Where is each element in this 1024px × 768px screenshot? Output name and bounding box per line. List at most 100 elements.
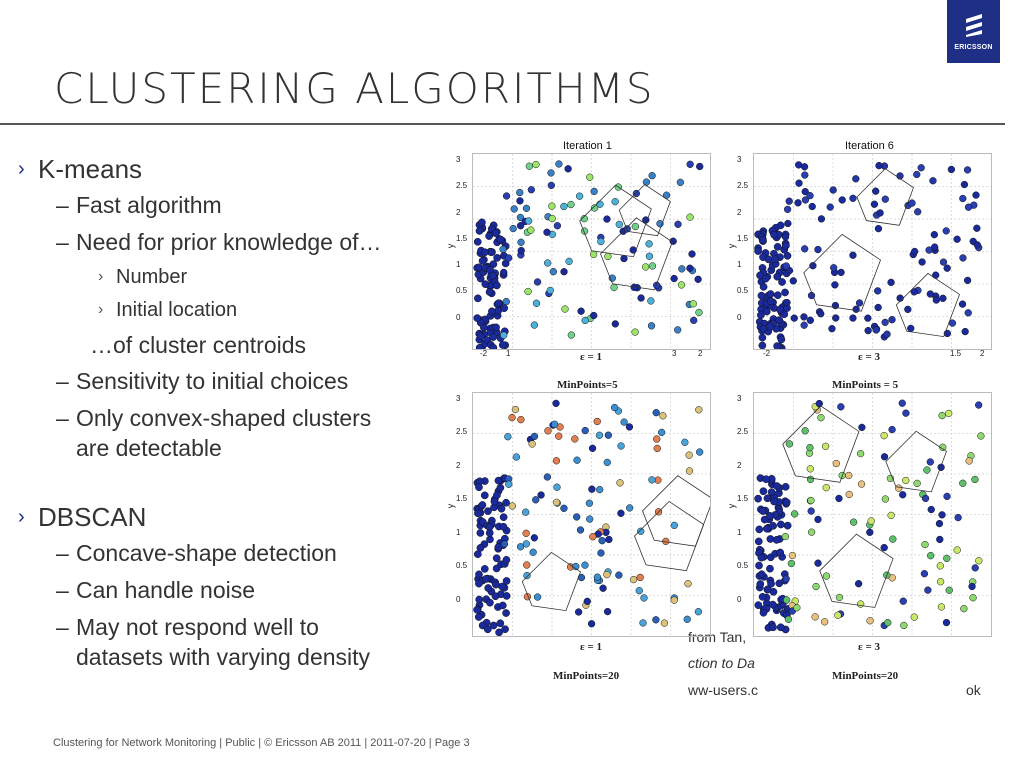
scatter-point bbox=[623, 225, 631, 233]
bullet-concave-text: Concave-shape detection bbox=[76, 540, 337, 566]
scatter-point bbox=[781, 288, 789, 297]
scatter-point bbox=[489, 333, 498, 341]
scatter-point bbox=[590, 311, 598, 320]
scatter-point bbox=[512, 453, 521, 461]
y-tick-label: 2.5 bbox=[737, 181, 749, 191]
scatter-point bbox=[971, 475, 979, 484]
scatter-point bbox=[616, 479, 624, 487]
scatter-point bbox=[945, 409, 953, 418]
scatter-point bbox=[500, 268, 508, 277]
scatter-point bbox=[775, 316, 784, 324]
scatter-point bbox=[830, 264, 838, 272]
scatter-point bbox=[502, 192, 511, 200]
scatter-point bbox=[481, 280, 490, 288]
scatter-point bbox=[759, 487, 768, 496]
y-axis-label: y bbox=[726, 504, 737, 509]
y-axis-label: y bbox=[445, 504, 456, 509]
scatter-point bbox=[783, 521, 792, 530]
scatter-point bbox=[800, 163, 809, 171]
y-tick-label: 1.5 bbox=[456, 233, 468, 243]
scatter-point bbox=[849, 194, 857, 202]
label-minpoints-5-a: MinPoints=5 bbox=[557, 379, 618, 391]
scatter-point bbox=[831, 281, 839, 289]
y-tick-label: 0 bbox=[737, 312, 742, 322]
scatter-point bbox=[938, 511, 946, 519]
label-eps-1-top: ε = 1 bbox=[580, 351, 602, 363]
scatter-point bbox=[653, 435, 661, 443]
scatter-point bbox=[522, 529, 530, 537]
scatter-point bbox=[776, 306, 784, 314]
scatter-point bbox=[484, 507, 492, 515]
scatter-point bbox=[610, 283, 618, 292]
scatter-point bbox=[500, 540, 509, 548]
scatter-point bbox=[474, 613, 483, 621]
scatter-point bbox=[580, 215, 588, 223]
scatter-point bbox=[647, 297, 655, 305]
scatter-point bbox=[864, 314, 872, 322]
scatter-point bbox=[800, 313, 808, 321]
dash-icon: – bbox=[56, 614, 69, 640]
scatter-point bbox=[849, 314, 857, 322]
scatter-point bbox=[766, 297, 775, 305]
scatter-point bbox=[759, 324, 768, 333]
scatter-point bbox=[857, 480, 866, 488]
scatter-point bbox=[564, 165, 572, 173]
scatter-point bbox=[834, 611, 842, 619]
scatter-point bbox=[781, 233, 790, 241]
scatter-point bbox=[801, 171, 809, 179]
bullet-sensitivity-text: Sensitivity to initial choices bbox=[76, 368, 349, 394]
scatter-point bbox=[530, 432, 539, 441]
bullet-concave: –Concave-shape detection bbox=[18, 538, 438, 568]
scatter-point bbox=[590, 204, 599, 212]
scatter-point bbox=[590, 187, 598, 196]
scatter-point bbox=[763, 585, 772, 594]
scatter-point bbox=[835, 494, 843, 503]
scatter-point bbox=[917, 164, 925, 172]
scatter-point bbox=[910, 613, 918, 621]
scatter-point bbox=[475, 579, 483, 588]
chevron-right-icon: › bbox=[18, 506, 25, 528]
y-tick-label: 2 bbox=[737, 460, 742, 470]
scatter-point bbox=[502, 577, 511, 585]
bullet-kmeans-text: K-means bbox=[38, 154, 143, 184]
scatter-point bbox=[498, 341, 507, 349]
scatter-point bbox=[759, 608, 768, 617]
scatter-point bbox=[597, 549, 605, 557]
scatter-point bbox=[874, 287, 882, 295]
scatter-point bbox=[757, 311, 765, 319]
scatter-point bbox=[552, 457, 561, 465]
scatter-point bbox=[604, 431, 612, 439]
scatter-point bbox=[785, 440, 794, 448]
scatter-point bbox=[801, 245, 809, 253]
scatter-point bbox=[883, 330, 891, 338]
scatter-point bbox=[755, 525, 764, 534]
scatter-point bbox=[822, 483, 830, 492]
scatter-point bbox=[483, 625, 492, 634]
scatter-point bbox=[585, 499, 594, 507]
scatter-point bbox=[884, 619, 892, 627]
scatter-point bbox=[686, 213, 694, 221]
scatter-point bbox=[763, 494, 772, 503]
scatter-point bbox=[686, 264, 694, 272]
scatter-point bbox=[674, 220, 682, 228]
ericsson-logo: ERICSSON bbox=[947, 0, 1000, 63]
scatter-point bbox=[845, 490, 853, 499]
scatter-point bbox=[963, 276, 972, 285]
scatter-point bbox=[881, 195, 889, 203]
scatter-point bbox=[856, 449, 865, 458]
scatter-point bbox=[837, 268, 845, 277]
label-eps-1-bottom: ε = 1 bbox=[580, 641, 602, 653]
scatter-point bbox=[806, 444, 814, 452]
scatter-point bbox=[565, 257, 573, 266]
scatter-point bbox=[473, 605, 481, 614]
scatter-point bbox=[533, 278, 542, 286]
scatter-point bbox=[782, 241, 790, 250]
y-tick-label: 1 bbox=[737, 260, 742, 269]
scatter-point bbox=[767, 579, 775, 588]
scatter-point bbox=[620, 254, 628, 263]
scatter-point bbox=[832, 459, 840, 468]
scatter-point bbox=[769, 522, 777, 530]
scatter-point bbox=[872, 326, 880, 334]
y-tick-label: 1.5 bbox=[737, 494, 749, 504]
scatter-point bbox=[502, 498, 510, 507]
